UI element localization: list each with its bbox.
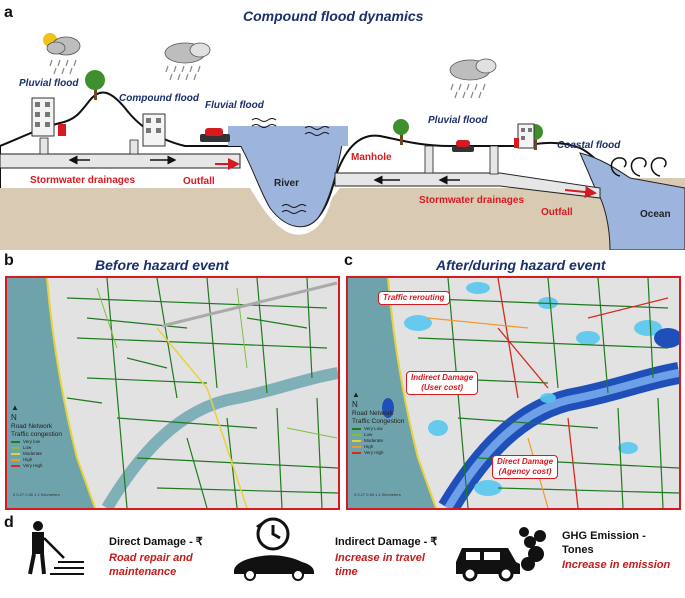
north-arrow-icon: ▲N xyxy=(352,390,360,409)
car-emission-icon xyxy=(456,527,546,582)
legend-after: ▲N Road Network Traffic Congestion Very … xyxy=(352,390,404,456)
label-ocean: Ocean xyxy=(640,209,671,220)
coastal-road xyxy=(46,278,96,508)
ocean-waves-icon xyxy=(610,157,667,177)
river-waves-icon xyxy=(251,118,330,214)
drain-pipe-right xyxy=(334,172,601,199)
car-icon-pluvial xyxy=(452,140,474,152)
label-outfall-right: Outfall xyxy=(541,207,573,218)
building-icon-right xyxy=(514,123,535,149)
legend-after-item-3: Moderate xyxy=(352,438,404,444)
label-river: River xyxy=(274,178,300,189)
rain-cloud-icon-right xyxy=(449,58,497,99)
panel-a-title: Compound flood dynamics xyxy=(243,8,424,24)
manhole-riser-mid xyxy=(129,139,139,155)
building-icon-left xyxy=(31,97,66,137)
ghg-emission-sub-1: Increase in emission xyxy=(562,559,671,571)
river-channel xyxy=(101,367,338,508)
legend-before-item-2: Low xyxy=(11,445,62,451)
legend-after-subtitle: Traffic Congestion xyxy=(352,418,405,425)
panel-d-letter: d xyxy=(4,514,14,531)
legend-after-item-2: Low xyxy=(352,432,404,438)
tree-icon-hill xyxy=(85,70,105,100)
panel-c-letter: c xyxy=(344,252,353,269)
legend-before-item-1: Very low xyxy=(11,439,62,445)
label-compound-flood: Compound flood xyxy=(119,93,199,104)
scale-bar-before: 0 0.27 0.55 1.1 Kilometers xyxy=(13,492,60,497)
rain-cloud-icon-mid xyxy=(164,42,211,81)
legend-after-item-5: Very High xyxy=(352,450,404,456)
river-surface xyxy=(228,126,348,146)
scale-bar-after: 0 0.27 0.55 1.1 Kilometers xyxy=(354,492,401,497)
legend-after-item-1: Very Low xyxy=(352,426,404,432)
clock-car-icon xyxy=(234,517,314,581)
direct-damage-sub-2: maintenance xyxy=(109,566,177,578)
drain-pipe-left xyxy=(0,153,241,169)
label-pluvial-flood-left: Pluvial flood xyxy=(19,78,79,89)
flood-cross-section xyxy=(0,33,685,250)
road-network-after xyxy=(407,278,679,508)
legend-after-title: Road Network xyxy=(352,410,394,417)
car-icon-fluvial xyxy=(200,128,230,142)
manhole-riser-left xyxy=(39,137,49,155)
river-water xyxy=(229,127,346,228)
soil-lower xyxy=(0,188,620,250)
label-coastal-flood: Coastal flood xyxy=(557,140,621,151)
callout-traffic-rerouting: Traffic rerouting xyxy=(378,291,450,305)
indirect-damage-sub-1: Increase in travel xyxy=(335,552,425,564)
legend-before: ▲N Road Network Traffic congestion Very … xyxy=(11,403,62,469)
legend-before-item-3: Moderate xyxy=(11,451,62,457)
ocean-water xyxy=(579,152,685,250)
legend-after-item-4: High xyxy=(352,444,404,450)
panel-c-title: After/during hazard event xyxy=(436,257,606,273)
direct-damage-heading: Direct Damage - ₹ xyxy=(109,536,203,548)
road-network-after-congested xyxy=(497,278,669,508)
direct-damage-sub-1: Road repair and xyxy=(109,552,193,564)
ghg-emission-heading-2: Tones xyxy=(562,544,594,556)
tree-icon-right xyxy=(393,119,409,145)
road-worker-icon xyxy=(28,521,84,575)
road-network-before-moderate xyxy=(96,287,338,439)
legend-before-title: Road Network xyxy=(11,423,53,430)
legend-before-item-4: High xyxy=(11,457,62,463)
manhole-riser-right2 xyxy=(489,145,499,175)
map-after-hazard: Traffic rerouting Indirect Damage (User … xyxy=(346,276,681,510)
indirect-damage-sub-2: time xyxy=(335,566,358,578)
label-stormwater-right: Stormwater drainages xyxy=(419,195,525,206)
panel-a-letter: a xyxy=(4,4,13,21)
flood-patches xyxy=(404,282,662,496)
road-network-before xyxy=(66,278,338,508)
building-icon-mid xyxy=(142,113,166,147)
label-fluvial-flood: Fluvial flood xyxy=(205,100,264,111)
label-pluvial-flood-right: Pluvial flood xyxy=(428,115,488,126)
callout-direct-damage: Direct Damage (Agency cost) xyxy=(492,455,559,479)
panel-b-letter: b xyxy=(4,252,14,269)
map-before-svg xyxy=(7,278,338,508)
sun-cloud-icon xyxy=(43,33,81,75)
legend-before-item-5: Very High xyxy=(11,463,62,469)
indirect-damage-heading: Indirect Damage - ₹ xyxy=(335,536,438,548)
map-before-hazard: ▲N Road Network Traffic congestion Very … xyxy=(5,276,340,510)
sea-area xyxy=(7,278,95,508)
manhole-riser-right xyxy=(424,145,434,174)
callout-indirect-damage: Indirect Damage (User cost) xyxy=(406,371,479,395)
ghg-emission-heading: GHG Emission - xyxy=(562,530,646,542)
label-manhole: Manhole xyxy=(351,152,392,163)
label-stormwater-left: Stormwater drainages xyxy=(30,175,136,186)
panel-b-title: Before hazard event xyxy=(95,257,229,273)
legend-before-subtitle: Traffic congestion xyxy=(11,431,62,438)
label-outfall-left: Outfall xyxy=(183,176,215,187)
north-arrow-icon: ▲N xyxy=(11,403,19,422)
